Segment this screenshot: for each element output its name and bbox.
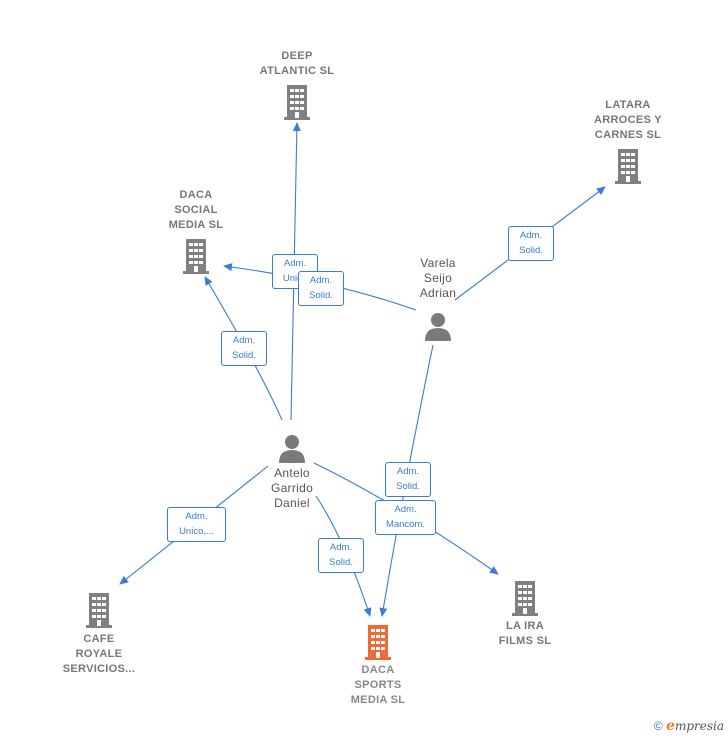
person-node-antelo[interactable]: Antelo Garrido Daniel	[252, 433, 332, 511]
company-label-daca-sports[interactable]: DACA SPORTS MEDIA SL	[350, 664, 406, 706]
company-label-deep-atlantic[interactable]: DEEP ATLANTIC SL	[259, 50, 335, 77]
person-label-varela[interactable]: Varela Seijo Adrian	[419, 256, 457, 300]
company-node-cafe-royale[interactable]: CAFE ROYALE SERVICIOS...	[44, 592, 154, 677]
edge-label-adm-solid-varela-sports: Adm. Solid.	[385, 462, 431, 497]
person-node-varela[interactable]: Varela Seijo Adrian	[398, 256, 478, 341]
company-node-daca-social[interactable]: DACA SOCIAL MEDIA SL	[146, 188, 246, 274]
edge-label-adm-unico-cafe: Adm. Unico,...	[167, 507, 226, 542]
building-icon	[86, 593, 112, 628]
edge-label-adm-mancom-la-ira: Adm. Mancom.	[375, 500, 436, 535]
person-icon	[279, 435, 305, 463]
edge-label-adm-solid-antelo-sports: Adm. Solid.	[318, 538, 364, 573]
company-node-la-ira[interactable]: LA IRA FILMS SL	[475, 580, 575, 649]
company-node-daca-sports[interactable]: DACA SPORTS MEDIA SL	[328, 624, 428, 708]
edge-label-adm-solid-varela-latara: Adm. Solid.	[508, 226, 554, 261]
building-icon	[615, 149, 641, 184]
copyright-symbol: ©	[653, 719, 663, 733]
edge-label-adm-solid-varela-social: Adm. Solid.	[298, 271, 344, 306]
building-icon	[183, 239, 209, 274]
empresia-watermark: © empresia	[654, 718, 724, 734]
company-node-latara[interactable]: LATARA ARROCES Y CARNES SL	[578, 98, 678, 184]
building-icon	[284, 85, 310, 120]
company-label-cafe-royale[interactable]: CAFE ROYALE SERVICIOS...	[62, 633, 136, 675]
company-label-daca-social[interactable]: DACA SOCIAL MEDIA SL	[168, 189, 224, 231]
edge-label-adm-solid-antelo-social: Adm. Solid.	[221, 331, 267, 366]
person-label-antelo[interactable]: Antelo Garrido Daniel	[270, 466, 314, 510]
company-node-deep-atlantic[interactable]: DEEP ATLANTIC SL	[247, 49, 347, 120]
brand-logo-initial: e	[666, 718, 675, 734]
company-label-latara[interactable]: LATARA ARROCES Y CARNES SL	[594, 99, 662, 141]
building-icon	[512, 581, 538, 616]
brand-logo-text: mpresia	[674, 719, 724, 733]
company-label-la-ira[interactable]: LA IRA FILMS SL	[498, 620, 552, 647]
person-icon	[425, 313, 451, 341]
building-icon	[365, 625, 391, 660]
